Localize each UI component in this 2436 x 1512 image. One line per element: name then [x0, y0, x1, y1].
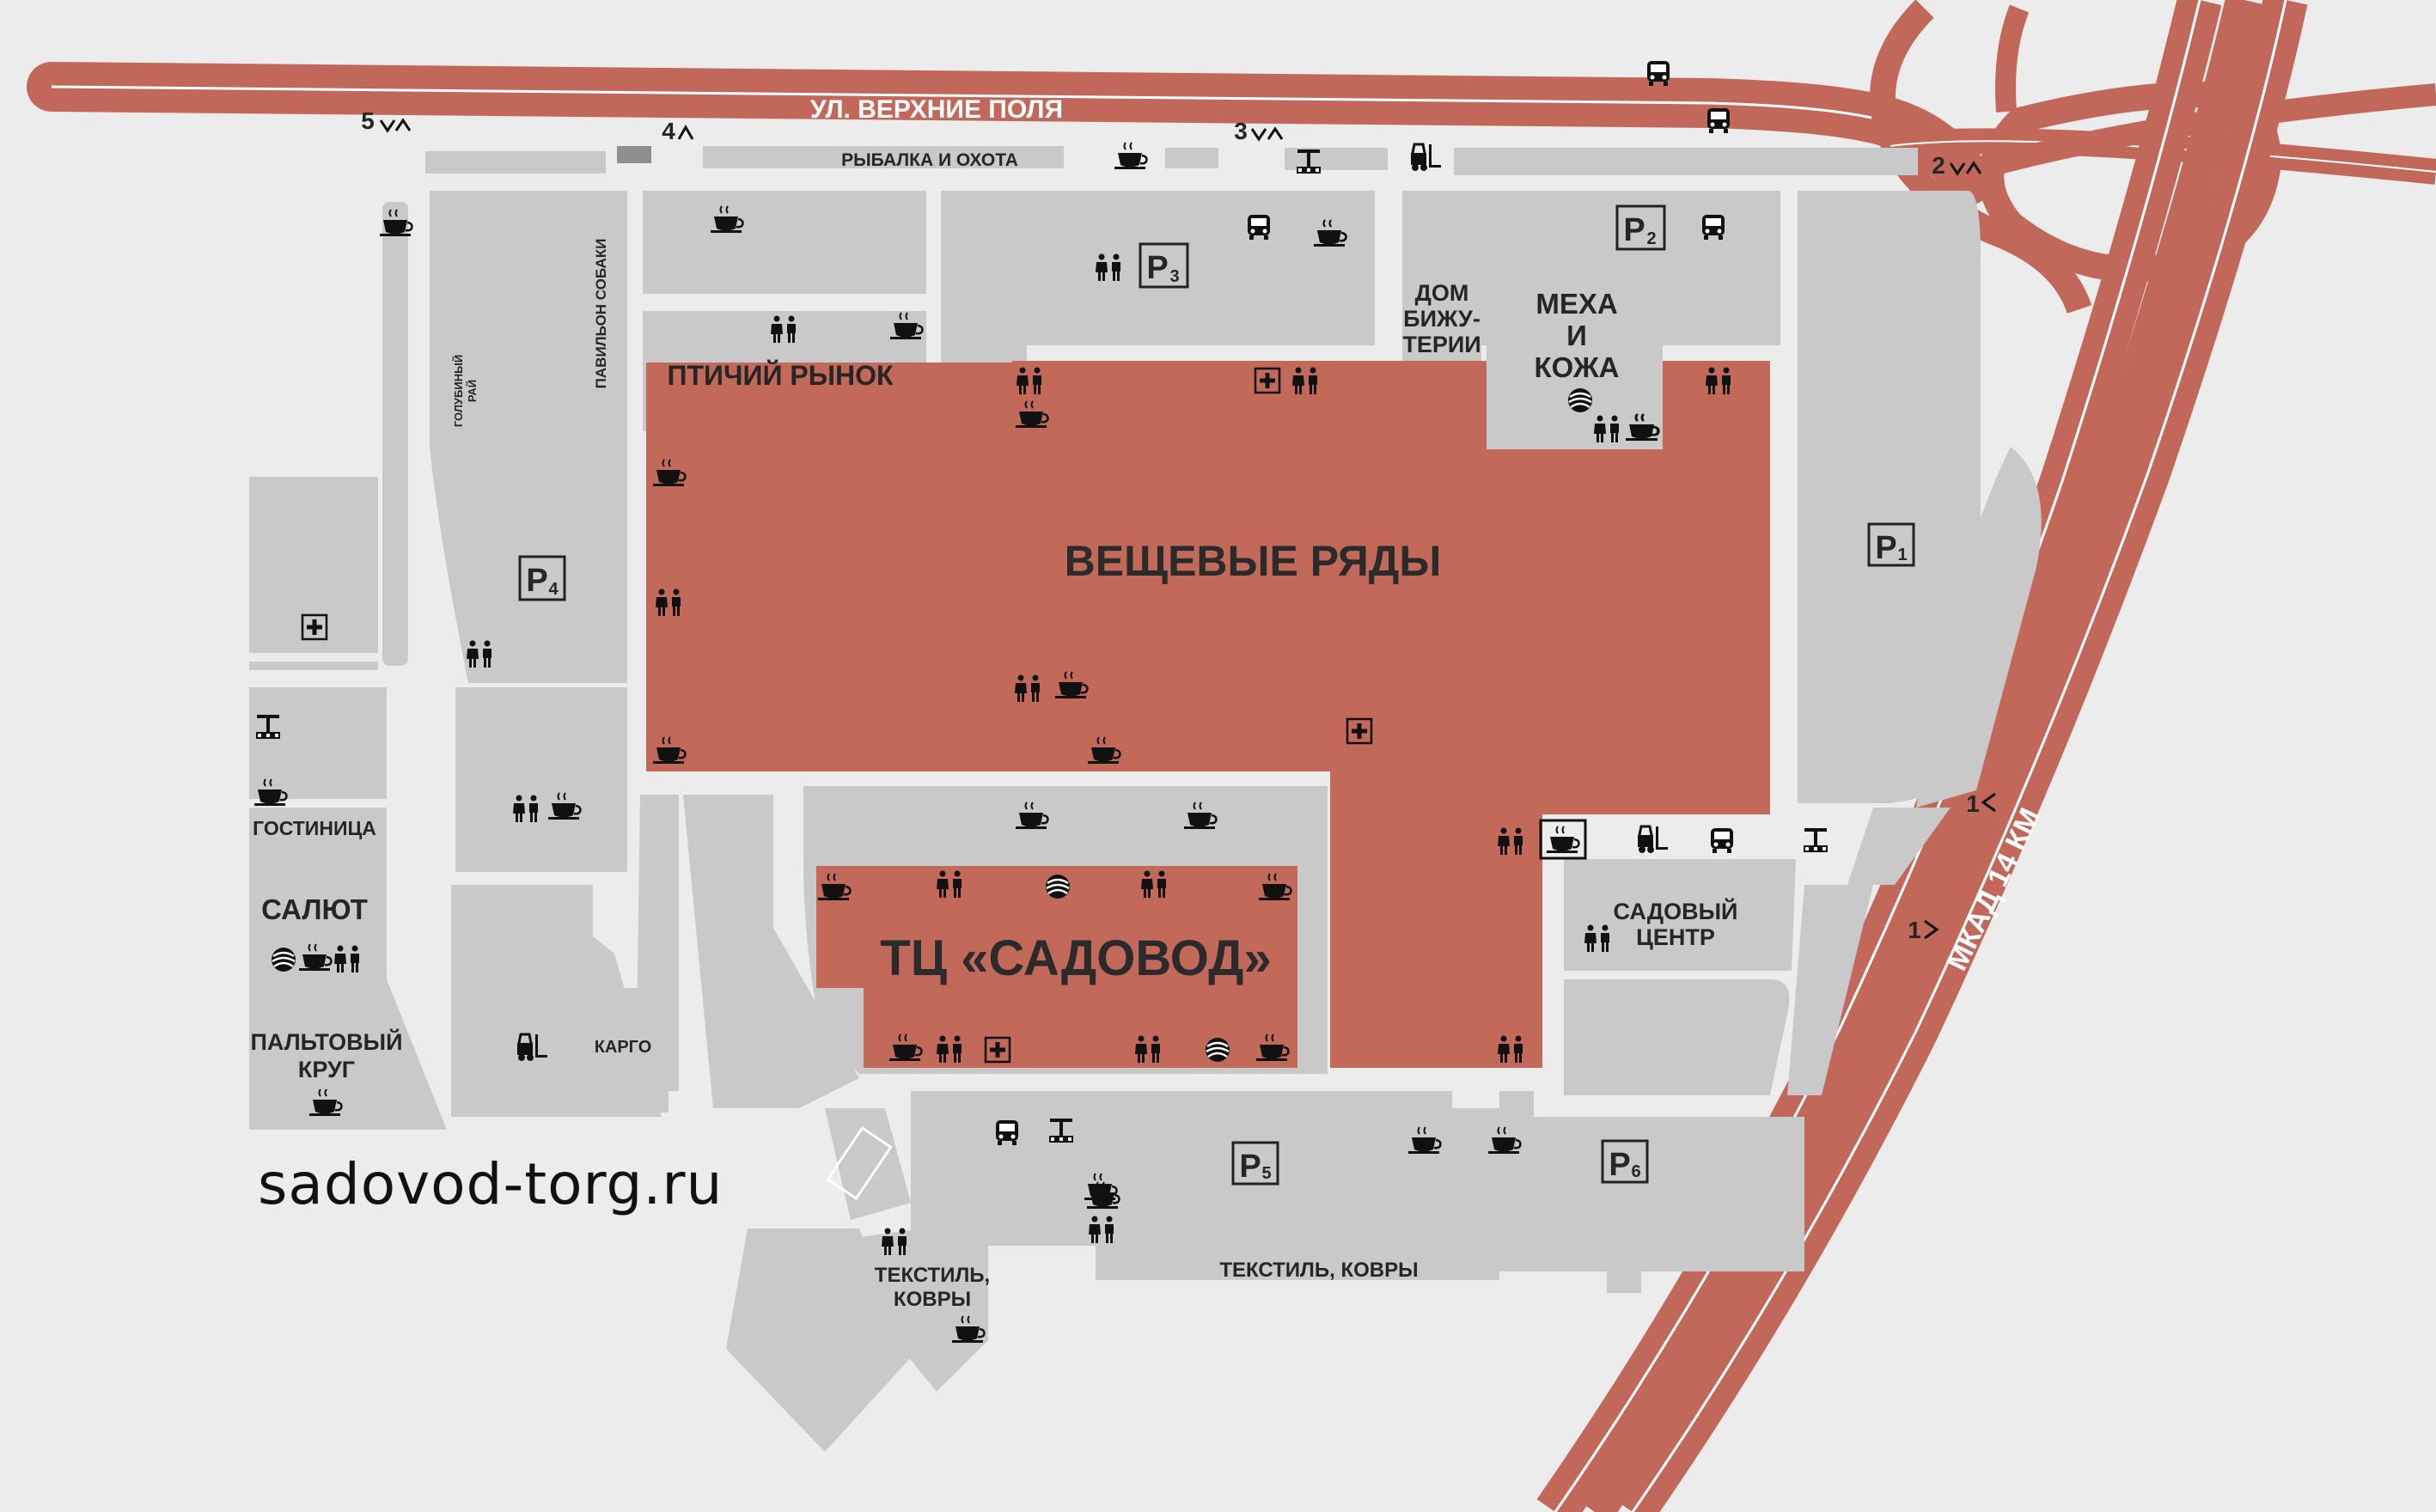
gate-2: 2 — [1932, 152, 1982, 179]
label-salut: САЛЮТ — [261, 893, 368, 925]
zone-mall-notch — [816, 988, 864, 1068]
label-cargo: КАРГО — [595, 1038, 652, 1057]
svg-text:ТЕРИИ: ТЕРИИ — [1402, 332, 1481, 357]
label-pigeon: ГОЛУБИНЫЙ РАЙ — [452, 355, 479, 427]
gate-1-upper: 1 — [1966, 790, 1996, 817]
svg-text:P: P — [1623, 212, 1645, 248]
svg-text:И: И — [1566, 320, 1587, 351]
cafe-icon — [1113, 141, 1148, 171]
gate-1-lower: 1 — [1908, 917, 1939, 943]
parking-p1: P 1 — [1867, 522, 1915, 567]
label-garden-center: САДОВЫЙ ЦЕНТР — [1614, 898, 1738, 950]
bus-icon — [1707, 108, 1730, 133]
svg-text:КОЖА: КОЖА — [1534, 351, 1619, 383]
cafe-icon — [1545, 825, 1580, 855]
bank-icon — [1044, 873, 1071, 900]
cafe-highlight-box — [1539, 819, 1587, 860]
parking-p2: P 2 — [1615, 204, 1666, 251]
svg-text:P: P — [1875, 530, 1896, 566]
parking-p6: P 6 — [1601, 1139, 1649, 1184]
zone-mall — [816, 866, 1297, 1068]
label-mall: ТЦ «САДОВОД» — [880, 930, 1271, 986]
svg-text:4: 4 — [662, 118, 675, 144]
svg-text:ГОЛУБИНЫЙ: ГОЛУБИНЫЙ — [452, 355, 465, 427]
svg-text:3: 3 — [1169, 267, 1179, 286]
svg-text:РАЙ: РАЙ — [466, 380, 479, 402]
svg-text:КОВРЫ: КОВРЫ — [894, 1288, 971, 1311]
outline-slot — [826, 1125, 893, 1201]
forklift-icon — [1636, 825, 1670, 855]
svg-text:ТЕКСТИЛЬ,: ТЕКСТИЛЬ, — [875, 1264, 990, 1287]
label-textile-left: ТЕКСТИЛЬ, КОВРЫ — [875, 1264, 990, 1311]
svg-text:1: 1 — [1908, 917, 1921, 943]
bus-icon — [1711, 828, 1733, 853]
svg-text:P: P — [1609, 1147, 1630, 1183]
svg-text:ПАЛЬТОВЫЙ: ПАЛЬТОВЫЙ — [250, 1028, 402, 1055]
svg-text:2: 2 — [1932, 152, 1945, 179]
label-textile-right: ТЕКСТИЛЬ, КОВРЫ — [1219, 1259, 1418, 1282]
bank-icon — [270, 946, 297, 973]
zone-jewelry — [1402, 279, 1481, 361]
zone-fur — [1487, 279, 1663, 449]
parking-p3: P 3 — [1139, 242, 1189, 289]
road-mkad — [1536, 0, 2308, 1512]
svg-text:САДОВЫЙ: САДОВЫЙ — [1614, 898, 1738, 924]
svg-text:P: P — [526, 563, 547, 599]
parking-p4: P 4 — [518, 555, 566, 601]
label-fur: МЕХА И КОЖА — [1534, 288, 1619, 383]
bank-icon — [1566, 387, 1594, 414]
svg-text:6: 6 — [1631, 1162, 1640, 1181]
road-label-top-street: УЛ. ВЕРХНИЕ ПОЛЯ — [810, 95, 1063, 124]
website-url[interactable]: sadovod-torg.ru — [258, 1151, 723, 1217]
svg-text:КРУГ: КРУГ — [298, 1057, 355, 1082]
side-strips — [425, 146, 1918, 175]
label-bird-market: ПТИЧИЙ РЫНОК — [667, 360, 894, 391]
label-main-hall: ВЕЩЕВЫЕ РЯДЫ — [1065, 537, 1442, 585]
svg-text:ДОМ: ДОМ — [1415, 280, 1469, 306]
label-fishing: РЫБАЛКА И ОХОТА — [841, 150, 1018, 170]
svg-text:2: 2 — [1646, 229, 1656, 248]
svg-text:1: 1 — [1897, 546, 1907, 564]
zone-main-hall-top — [1012, 361, 1487, 447]
svg-text:1: 1 — [1966, 790, 1980, 817]
svg-text:P: P — [1239, 1149, 1261, 1185]
svg-text:5: 5 — [1261, 1164, 1271, 1183]
label-dog-pavilion: ПАВИЛЬОН СОБАКИ — [593, 239, 609, 389]
svg-text:5: 5 — [361, 107, 375, 134]
forklift-icon — [1409, 143, 1443, 173]
svg-text:3: 3 — [1234, 118, 1248, 144]
label-coat: ПАЛЬТОВЫЙ КРУГ — [250, 1028, 402, 1082]
label-hotel: ГОСТИНИЦА — [253, 817, 376, 839]
svg-text:МЕХА: МЕХА — [1535, 288, 1617, 320]
zone-main-hall — [646, 361, 1770, 1068]
parking-p5: P 5 — [1231, 1141, 1279, 1186]
gate-4: 4 — [662, 118, 694, 144]
svg-text:4: 4 — [548, 580, 559, 599]
svg-text:P: P — [1146, 250, 1168, 286]
svg-text:ЦЕНТР: ЦЕНТР — [1636, 924, 1715, 950]
label-jewelry: ДОМ БИЖУ- ТЕРИИ — [1402, 280, 1481, 357]
gate-5: 5 — [361, 107, 412, 134]
bank-icon — [1204, 1036, 1231, 1064]
svg-text:БИЖУ-: БИЖУ- — [1403, 306, 1481, 332]
taxi-icon — [1804, 828, 1828, 852]
gate-3: 3 — [1234, 118, 1284, 144]
